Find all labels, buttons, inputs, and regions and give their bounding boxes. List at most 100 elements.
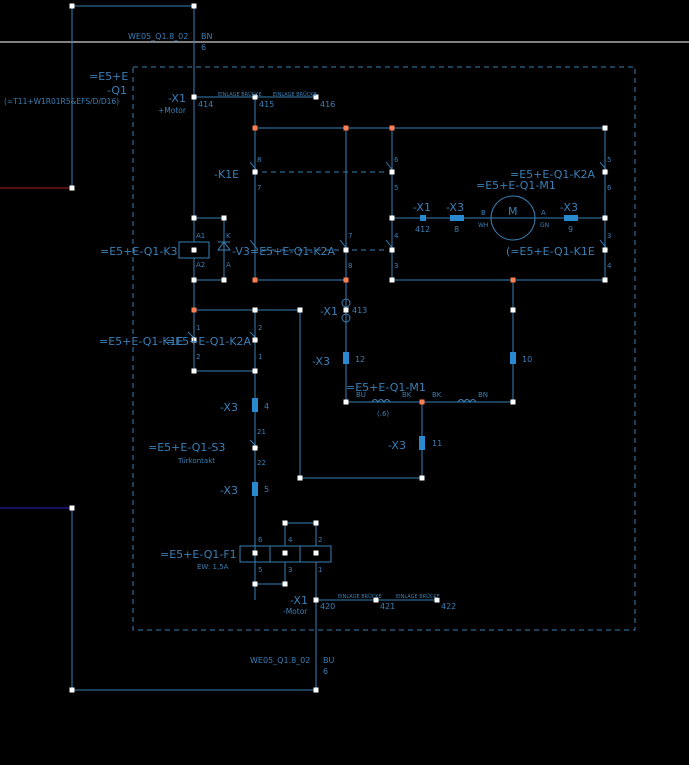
junction-node — [343, 399, 349, 405]
bot-bu-label: BU — [323, 656, 334, 665]
x1-413-label: -X1 — [320, 305, 338, 318]
junction-node — [389, 247, 395, 253]
junction-node — [252, 368, 258, 374]
pin-8: 8 — [454, 225, 459, 234]
pin-n1-a: 1 — [196, 324, 200, 332]
bot-6-label: 6 — [323, 667, 328, 676]
tuer-label: Türkontakt — [177, 457, 215, 465]
junction-node — [510, 399, 516, 405]
pin-412: 412 — [415, 225, 430, 234]
k2a-mid-label: =E5+E-Q1-K2A — [250, 245, 336, 258]
junction-node — [69, 505, 75, 511]
top-bn-label: BN — [201, 32, 212, 41]
junction-node-highlight — [252, 277, 258, 283]
junction-node — [69, 185, 75, 191]
pin-n4-b: 4 — [607, 262, 612, 270]
v3-label: -V3 — [232, 245, 250, 258]
pin-5-x3: 5 — [264, 485, 269, 494]
k3-label: =E5+E-Q1-K3 — [100, 245, 178, 258]
a-label: A — [226, 261, 231, 269]
junction-node — [221, 277, 227, 283]
junction-node-highlight — [343, 277, 349, 283]
junction-node — [69, 3, 75, 9]
pin-22: 22 — [257, 459, 266, 467]
junction-node — [373, 597, 379, 603]
junction-node — [191, 247, 197, 253]
x1-mid-label: -X1 — [413, 201, 431, 214]
pin-n6-a: 6 — [394, 156, 399, 164]
pin-414: 414 — [198, 100, 213, 109]
junction-node-highlight — [343, 125, 349, 131]
pin-b-motor: B — [481, 209, 486, 217]
motor-top-label: +Motor — [158, 106, 187, 115]
junction-node — [191, 368, 197, 374]
motor-symbol — [490, 195, 536, 241]
enclosure-box — [132, 66, 636, 631]
junction-node-highlight — [191, 307, 197, 313]
side-ref-label: (=T11+W1R01R5&EFS/D/D16) — [4, 97, 119, 106]
k1e-main-label: -K1E — [214, 168, 239, 181]
k2a-main-label: =E5+E-Q1-K2A — [510, 168, 596, 181]
k1e-right-label: (=E5+E-Q1-K1E — [506, 245, 595, 258]
pin-a-motor: A — [541, 209, 546, 217]
junction-node — [191, 215, 197, 221]
junction-node — [434, 597, 440, 603]
pin-n3-a: 3 — [394, 262, 398, 270]
bot-ref-label: WE05_Q1.8_02 — [250, 656, 310, 665]
junction-node — [313, 687, 319, 693]
pin-11: 11 — [432, 439, 442, 448]
pin-n7-a: 7 — [257, 184, 261, 192]
junction-node — [602, 215, 608, 221]
junction-node — [297, 475, 303, 481]
junction-node — [343, 307, 349, 313]
bu-label: BU — [356, 391, 366, 399]
junction-node — [510, 307, 516, 313]
junction-node — [221, 215, 227, 221]
pin-21: 21 — [257, 428, 266, 436]
junction-node — [252, 94, 258, 100]
junction-node — [191, 277, 197, 283]
x3-11-label: -X3 — [388, 439, 406, 452]
bk2-label: BK — [432, 391, 442, 399]
pin-n5-a: 5 — [394, 184, 398, 192]
pin-n5-f: 5 — [258, 566, 262, 574]
top-6-label: 6 — [201, 43, 206, 52]
pin-n1-f: 1 — [318, 566, 322, 574]
junction-node — [252, 550, 258, 556]
m1-low-label: =E5+E-Q1-M1 — [346, 381, 426, 394]
bn2-label: BN — [478, 391, 488, 399]
pin-4-x3: 4 — [264, 402, 269, 411]
top-ref-label: WE05_Q1.8_02 — [128, 32, 188, 41]
junction-node — [389, 277, 395, 283]
junction-node — [252, 581, 258, 587]
junction-node-highlight — [510, 277, 516, 283]
pin-n3-b: 3 — [607, 232, 611, 240]
pin-n2-a: 2 — [196, 353, 200, 361]
pin-413: 413 — [352, 306, 367, 315]
junction-node — [282, 550, 288, 556]
pin-n2-b: 2 — [258, 324, 262, 332]
q1-device-label: =E5+E — [89, 70, 128, 83]
q1-device-label-b: -Q1 — [107, 84, 127, 97]
k-label: K — [226, 232, 231, 240]
relay-k3 — [178, 241, 231, 259]
junction-nodes — [69, 3, 608, 693]
labels: WE05_Q1.8_02 BN 6 =E5+E -Q1 (=T11+W1R01R… — [4, 32, 612, 676]
terminals — [252, 215, 578, 496]
ew-label: EW: 1,5A — [197, 563, 229, 571]
x1-top-label: -X1 — [168, 92, 186, 105]
junction-node — [69, 687, 75, 693]
junction-node — [602, 169, 608, 175]
junction-node — [191, 94, 197, 100]
pin-n2-f: 2 — [318, 536, 322, 544]
junction-node — [389, 215, 395, 221]
junction-node — [252, 169, 258, 175]
junction-node — [313, 94, 319, 100]
pin-n6-f: 6 — [258, 536, 263, 544]
junction-node-highlight — [419, 399, 425, 405]
junction-node — [252, 337, 258, 343]
junction-node — [602, 277, 608, 283]
fuse-f1 — [239, 545, 332, 563]
